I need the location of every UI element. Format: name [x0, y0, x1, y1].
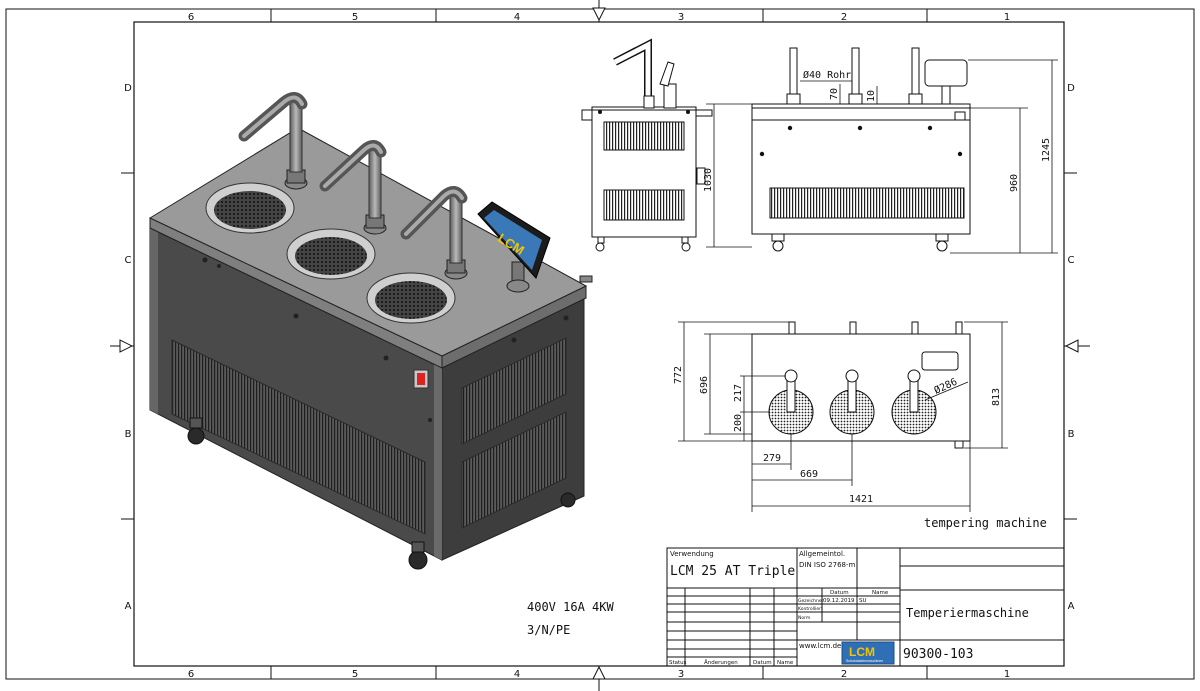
isometric-machine-view: LCM [148, 92, 593, 570]
view-caption: tempering machine [924, 516, 1047, 530]
dim-813: 813 [991, 388, 1002, 406]
main-power-switch [413, 369, 429, 389]
tb-tolerance-label: Allgemeintol. [799, 550, 845, 558]
centering-arrow-top [592, 0, 606, 22]
centering-arrow-right [1064, 339, 1090, 353]
title-block: Verwendung LCM 25 AT Triple Allgemeintol… [666, 547, 1065, 667]
touch-screen-panel: LCM [477, 201, 551, 293]
logo-subtext: Schokoladenmaschinen [846, 659, 883, 663]
tb-footer-datum: Datum [753, 660, 772, 666]
side-view [581, 38, 713, 252]
tb-title: Temperiermaschine [906, 606, 1029, 620]
tb-row-gezeichnet-date: 09.12.2019 [823, 598, 855, 604]
tb-col-name: Name [872, 590, 889, 596]
caster-wheels [187, 417, 576, 570]
column-label: 3 [678, 669, 684, 680]
column-label: 2 [841, 669, 847, 680]
column-label: 4 [514, 12, 520, 23]
dim-696: 696 [699, 376, 710, 394]
dim-200: 200 [733, 414, 744, 432]
tb-tolerance-value: DIN ISO 2768-m [799, 561, 855, 569]
dim-10: 10 [866, 90, 877, 102]
tb-row-gezeichnet-name: SU [859, 598, 867, 604]
top-view [751, 321, 971, 449]
column-label: 4 [514, 669, 520, 680]
column-label: 3 [678, 12, 684, 23]
row-label: A [125, 601, 132, 612]
logo-text: LCM [849, 645, 875, 659]
electrical-spec-line2: 3/N/PE [527, 623, 570, 637]
dim-70: 70 [829, 88, 840, 100]
front-view [751, 47, 971, 252]
row-label: B [1068, 429, 1075, 440]
centering-arrow-bottom [592, 665, 606, 691]
dim-772: 772 [673, 366, 684, 384]
tb-footer-aenderungen: Änderungen [704, 659, 738, 666]
tb-footer-name: Name [777, 660, 794, 666]
dim-279: 279 [763, 453, 781, 464]
row-label: B [125, 429, 132, 440]
tb-footer-status: Status [669, 660, 687, 666]
dim-1245: 1245 [1041, 138, 1052, 162]
tb-row-kontrolliert: Kontrolliert [798, 606, 823, 612]
column-label: 5 [352, 669, 358, 680]
row-label: D [1067, 83, 1075, 94]
tb-row-norm: Norm [798, 615, 810, 621]
dim-669: 669 [800, 469, 818, 480]
column-label: 1 [1004, 669, 1010, 680]
row-label: C [125, 255, 132, 266]
row-label: D [124, 83, 132, 94]
dim-960: 960 [1009, 174, 1020, 192]
dim-1421: 1421 [849, 494, 873, 505]
centering-arrow-left [110, 339, 134, 353]
tb-verwendung-label: Verwendung [670, 550, 714, 558]
column-label: 1 [1004, 12, 1010, 23]
row-label: A [1068, 601, 1075, 612]
dim-217: 217 [733, 384, 744, 402]
dimension-lines [678, 59, 1058, 512]
drawing-frame: 6 5 4 3 2 1 6 5 4 3 2 1 D C B A D C B A [5, 0, 1195, 691]
dim-1030: 1030 [703, 168, 714, 192]
lcm-logo: LCM Schokoladenmaschinen [841, 641, 895, 665]
column-label: 6 [188, 12, 194, 23]
column-label: 2 [841, 12, 847, 23]
tb-drawing-no: 90300-103 [903, 647, 973, 662]
row-label: C [1068, 255, 1075, 266]
tb-row-gezeichnet: Gezeichnet [798, 598, 824, 604]
column-label: 5 [352, 12, 358, 23]
tb-verwendung-value: LCM 25 AT Triple [670, 564, 795, 579]
column-label: 6 [188, 669, 194, 680]
dim-pipe-diameter: Ø40 Rohr [803, 69, 851, 81]
electrical-spec-line1: 400V 16A 4KW [527, 600, 614, 614]
tb-website: www.lcm.de [799, 642, 841, 650]
tb-col-datum: Datum [830, 590, 849, 596]
